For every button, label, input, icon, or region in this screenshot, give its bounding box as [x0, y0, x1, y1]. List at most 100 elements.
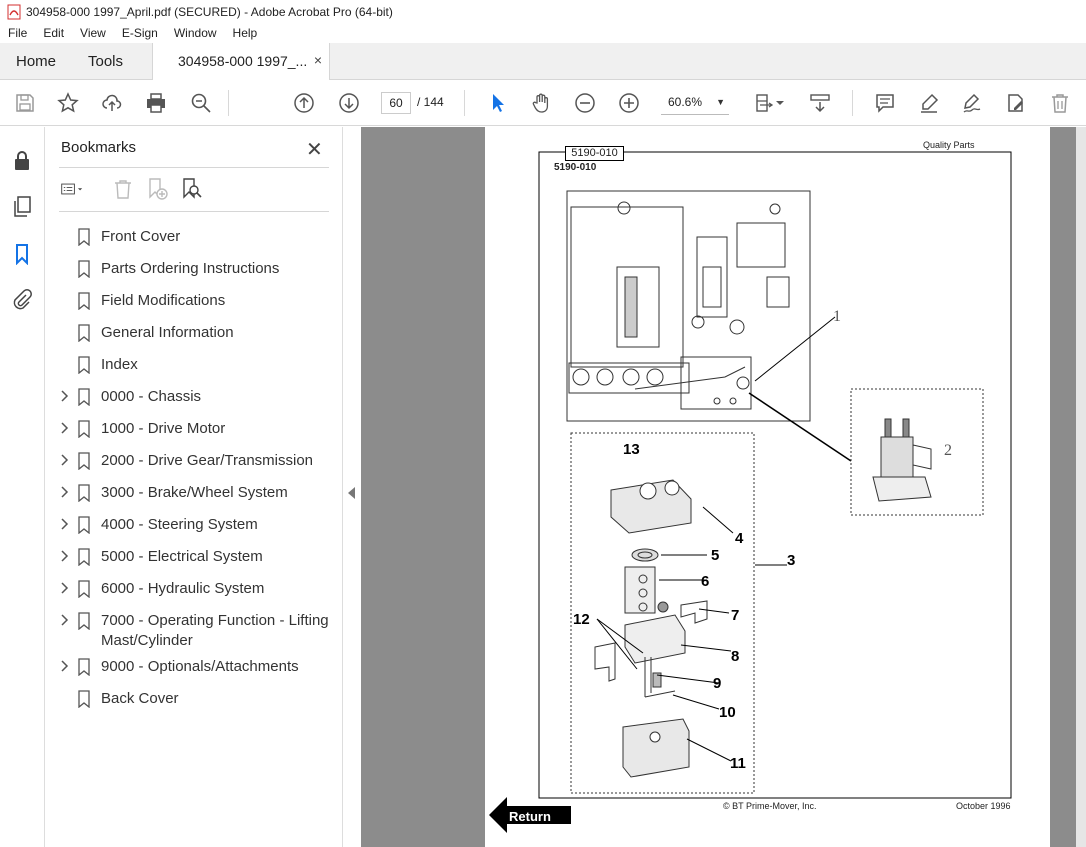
tab-close-icon[interactable]: ×: [313, 52, 322, 68]
vertical-scrollbar[interactable]: [1076, 127, 1086, 847]
callout-2: 2: [944, 442, 952, 459]
options-menu-icon[interactable]: [61, 177, 85, 201]
attachment-icon[interactable]: [11, 288, 33, 310]
sign-icon[interactable]: [960, 91, 984, 115]
fit-dropdown-icon[interactable]: [775, 91, 785, 115]
menu-help[interactable]: Help: [232, 26, 258, 40]
menu-window[interactable]: Window: [173, 26, 217, 40]
close-icon[interactable]: ✕: [306, 139, 323, 161]
callout-8: 8: [731, 648, 739, 665]
figure-code: 5190-010: [554, 162, 597, 173]
chevron-right-icon[interactable]: [59, 388, 71, 404]
window-title: 304958-000 1997_April.pdf (SECURED) - Ad…: [26, 4, 393, 19]
callout-10: 10: [719, 704, 736, 721]
return-label[interactable]: Return: [509, 809, 551, 824]
bookmark-flag-icon: [78, 580, 90, 598]
upload-icon[interactable]: [100, 91, 124, 115]
footer-copyright: © BT Prime-Mover, Inc.: [723, 801, 817, 811]
menu-view[interactable]: View: [80, 26, 106, 40]
zoom-search-icon[interactable]: [189, 91, 213, 115]
lock-icon[interactable]: [11, 149, 33, 171]
callout-9: 9: [713, 675, 721, 692]
bookmark-flag-icon: [78, 324, 90, 342]
bookmark-flag-icon: [78, 388, 90, 406]
page-down-icon[interactable]: [337, 91, 361, 115]
bookmark-flag-icon: [78, 690, 90, 708]
bookmark-flag-icon: [78, 228, 90, 246]
chevron-right-icon[interactable]: [59, 612, 71, 628]
bookmark-flag-icon: [78, 548, 90, 566]
bookmarks-title: Bookmarks: [61, 139, 137, 156]
bookmark-icon[interactable]: [11, 243, 33, 265]
header-quality-parts: Quality Parts: [923, 140, 975, 150]
callout-12: 12: [573, 611, 590, 628]
bookmark-flag-icon: [78, 260, 90, 278]
callout-7: 7: [731, 607, 739, 624]
bookmark-flag-icon: [78, 484, 90, 502]
page-total: / 144: [417, 95, 444, 109]
scroll-mode-icon[interactable]: [808, 91, 832, 115]
main-toolbar: [0, 80, 1086, 126]
chevron-right-icon[interactable]: [59, 516, 71, 532]
tab-home[interactable]: Home: [16, 53, 57, 70]
document-viewer[interactable]: 5190-010 5190-010 Quality Parts: [361, 127, 1086, 847]
zoom-select[interactable]: 60.6% ▼: [661, 91, 729, 115]
bookmarks-panel: Bookmarks ✕ Front Cover Parts Ordering I…: [45, 127, 343, 847]
print-icon[interactable]: [144, 91, 168, 115]
hand-icon[interactable]: [529, 91, 553, 115]
acrobat-pdf-icon: [7, 4, 21, 19]
tab-document-label: 304958-000 1997_...: [178, 53, 308, 69]
callout-13: 13: [623, 441, 640, 458]
save-icon[interactable]: [13, 91, 37, 115]
bookmark-toolbar: [61, 177, 331, 201]
copy-pages-icon[interactable]: [11, 195, 33, 217]
chevron-right-icon[interactable]: [59, 484, 71, 500]
callout-5: 5: [711, 547, 719, 564]
tab-tools[interactable]: Tools: [88, 53, 124, 70]
delete-bookmark-icon[interactable]: [111, 177, 135, 201]
title-bar: 304958-000 1997_April.pdf (SECURED) - Ad…: [0, 0, 1086, 23]
solenoid-detail: [850, 388, 984, 516]
tab-bar: Home Tools 304958-000 1997_... ×: [0, 43, 1086, 80]
select-cursor-icon[interactable]: [486, 91, 510, 115]
zoom-out-icon[interactable]: [573, 91, 597, 115]
zoom-value: 60.6%: [668, 95, 703, 109]
chevron-down-icon: ▼: [716, 97, 725, 107]
parts-diagram: 1: [566, 190, 984, 794]
callout-6: 6: [701, 573, 709, 590]
share-edit-icon[interactable]: [1004, 91, 1028, 115]
footer-date: October 1996: [956, 801, 1011, 811]
figure-code-box: 5190-010: [565, 146, 624, 161]
bookmark-flag-icon: [78, 658, 90, 676]
page-frame: [538, 151, 1012, 799]
chevron-right-icon[interactable]: [59, 658, 71, 674]
page-up-icon[interactable]: [292, 91, 316, 115]
return-arrow-button[interactable]: [487, 795, 573, 835]
callout-1: 1: [833, 308, 841, 325]
bookmark-flag-icon: [78, 452, 90, 470]
fit-page-icon[interactable]: [753, 91, 777, 115]
page-number-input[interactable]: 60: [381, 92, 411, 114]
zoom-in-icon[interactable]: [617, 91, 641, 115]
new-bookmark-icon[interactable]: [145, 177, 169, 201]
menu-file[interactable]: File: [8, 26, 28, 40]
comment-icon[interactable]: [873, 91, 897, 115]
collapse-arrow-icon[interactable]: [348, 487, 355, 499]
highlight-icon[interactable]: [917, 91, 941, 115]
bookmark-flag-icon: [78, 612, 90, 630]
star-icon[interactable]: [56, 91, 80, 115]
find-bookmark-icon[interactable]: [179, 177, 203, 201]
menu-edit[interactable]: Edit: [43, 26, 65, 40]
bookmark-flag-icon: [78, 292, 90, 310]
callout-11: 11: [730, 755, 746, 772]
chevron-right-icon[interactable]: [59, 452, 71, 468]
trash-icon[interactable]: [1048, 91, 1072, 115]
tab-document[interactable]: 304958-000 1997_... ×: [152, 43, 330, 80]
chevron-right-icon[interactable]: [59, 548, 71, 564]
callout-4: 4: [735, 530, 744, 547]
panel-splitter[interactable]: [343, 127, 361, 847]
bookmark-flag-icon: [78, 516, 90, 534]
menu-esign[interactable]: E-Sign: [121, 26, 158, 40]
chevron-right-icon[interactable]: [59, 580, 71, 596]
chevron-right-icon[interactable]: [59, 420, 71, 436]
